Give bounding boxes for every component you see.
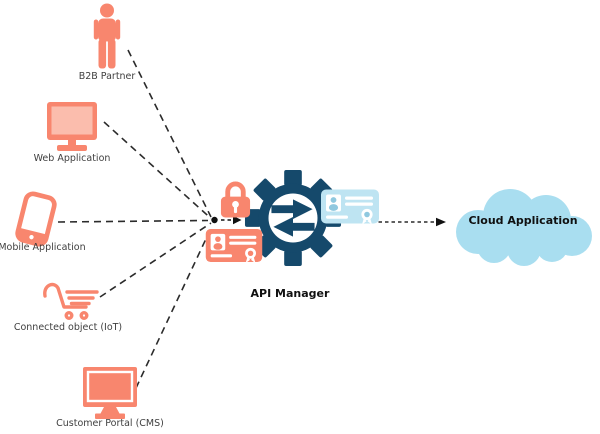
label-connected-object: Connected object (IoT)	[13, 322, 123, 333]
label-customer-portal: Customer Portal (CMS)	[56, 418, 164, 429]
api-id-card-blue	[321, 186, 379, 231]
node-web-application	[46, 102, 98, 156]
id-card-icon-salmon	[205, 228, 263, 264]
cloud-shape	[456, 189, 592, 266]
smartphone-icon	[15, 191, 57, 247]
ribbon-badge-icon	[245, 247, 257, 264]
arrowhead-into-cloud	[436, 217, 446, 227]
label-web-application: Web Application	[33, 153, 111, 164]
node-connected-object	[42, 280, 100, 326]
connection-cms-to-api	[135, 225, 213, 389]
arrowhead-into-api	[233, 215, 242, 225]
transfer-arrows-icon	[271, 199, 315, 237]
api-id-card-salmon	[205, 227, 263, 268]
api-lock	[219, 180, 252, 223]
label-cloud-application: Cloud Application	[468, 214, 578, 227]
id-card-icon-blue	[321, 189, 379, 225]
connection-iot-to-api	[99, 222, 212, 298]
label-b2b-partner: B2B Partner	[78, 71, 136, 82]
label-api-manager: API Manager	[250, 287, 330, 300]
shopping-cart-icon	[43, 282, 99, 321]
ribbon-badge-icon	[361, 208, 373, 225]
connection-mobile-to-api	[57, 219, 209, 223]
connection-web-to-api	[103, 121, 212, 220]
node-customer-portal	[82, 367, 138, 423]
desktop-monitor-icon	[83, 367, 137, 419]
person-icon	[93, 3, 121, 69]
node-mobile-application	[15, 191, 57, 250]
label-mobile-application: Mobile Application	[0, 242, 86, 253]
node-cloud-application: Cloud Application	[446, 180, 600, 274]
lock-icon	[220, 181, 251, 218]
desktop-monitor-icon	[47, 102, 97, 151]
node-b2b-partner	[88, 3, 126, 73]
convergence-dot	[211, 216, 218, 224]
